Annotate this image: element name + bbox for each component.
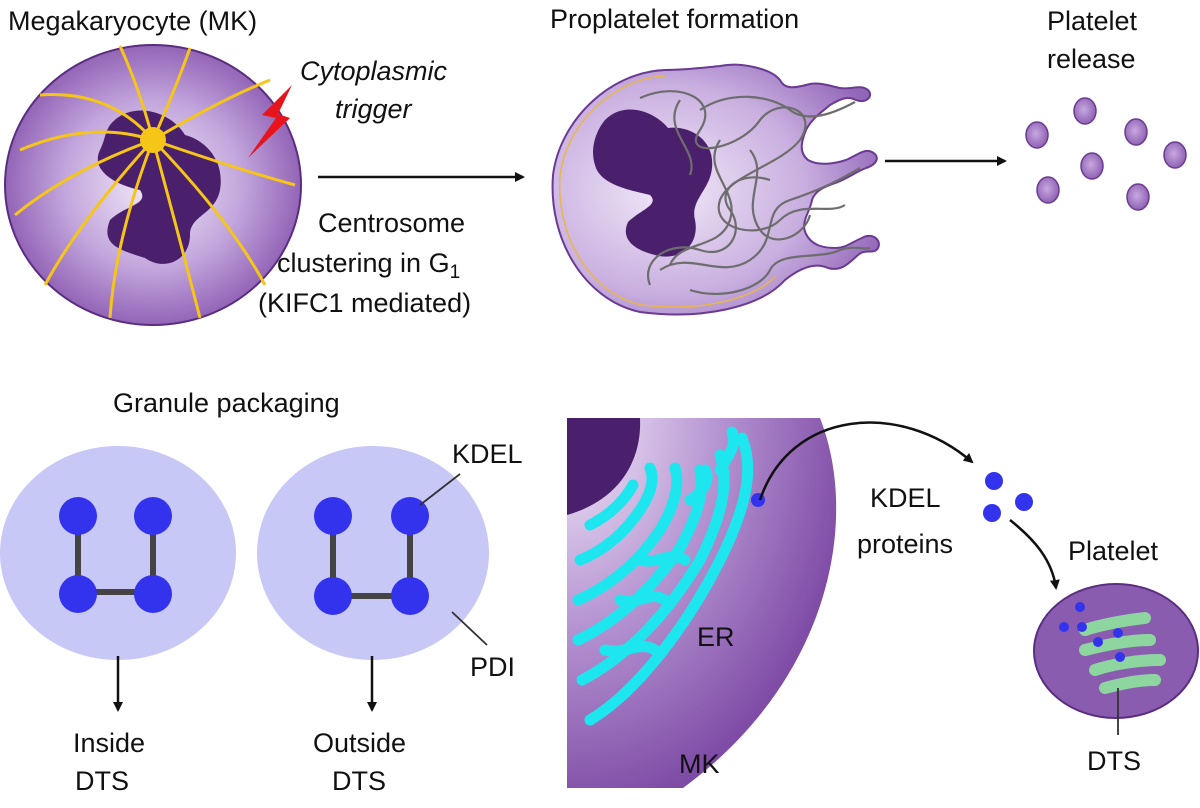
platelet xyxy=(1163,141,1187,169)
free-kdel-proteins xyxy=(983,472,1033,522)
granule-outside xyxy=(257,446,489,660)
platelet xyxy=(1124,118,1148,146)
kdel-protein-dot xyxy=(1113,628,1123,638)
arrow-er-to-kdel xyxy=(758,421,974,501)
dts-membranes xyxy=(1079,612,1166,694)
centrosome-line2: clustering in G1 xyxy=(277,248,460,283)
inside-line1: Inside xyxy=(73,728,145,758)
arrow-kdel-to-platelet xyxy=(1009,519,1060,590)
er-membranes xyxy=(572,426,754,726)
proplatelet-nucleus xyxy=(593,109,713,257)
trigger-line1: Cytoplasmic xyxy=(300,56,448,86)
proplatelet-cell xyxy=(551,63,880,316)
kdel-protein-dot xyxy=(391,497,429,535)
kdel-proteins-line2: proteins xyxy=(857,529,953,559)
platelet xyxy=(1073,97,1097,125)
centrosome-line1: Centrosome xyxy=(318,208,465,238)
megakaryocyte-cell xyxy=(4,44,302,326)
centrosome-line3: (KIFC1 mediated) xyxy=(258,288,471,318)
release-line1: Platelet xyxy=(1047,6,1138,36)
kdel-proteins-line1: KDEL xyxy=(870,483,941,513)
platelet xyxy=(1025,121,1049,149)
mk-quarter-nucleus xyxy=(567,418,641,515)
outside-line1: Outside xyxy=(313,728,406,758)
proplatelet-microtubules xyxy=(639,90,871,295)
kdel-protein-dot xyxy=(314,497,352,535)
kdel-protein-dot xyxy=(985,472,1003,490)
released-platelets xyxy=(1025,97,1187,211)
platelet-with-dts xyxy=(1033,583,1199,719)
dts-label: DTS xyxy=(1087,746,1141,776)
kdel-label: KDEL xyxy=(452,439,523,469)
platelet xyxy=(1126,183,1150,211)
kdel-protein-dot xyxy=(1077,622,1087,632)
kdel-protein-dot xyxy=(314,577,352,615)
kdel-protein-dot xyxy=(1075,602,1085,612)
mk-quarter-section xyxy=(567,418,837,788)
platelet xyxy=(1036,176,1060,204)
platelet xyxy=(1080,152,1104,180)
kdel-protein-dot xyxy=(983,504,1001,522)
er-label: ER xyxy=(697,622,735,652)
kdel-protein-dot xyxy=(1115,652,1125,662)
release-line2: release xyxy=(1047,44,1136,74)
kdel-protein-dot xyxy=(134,497,172,535)
centrosome xyxy=(140,127,166,153)
kdel-protein-dot xyxy=(1015,493,1033,511)
proplatelet-title: Proplatelet formation xyxy=(550,4,799,34)
kdel-protein-dot xyxy=(391,577,429,615)
pdi-label: PDI xyxy=(470,652,515,682)
mk-label: MK xyxy=(679,749,720,779)
platelet-label: Platelet xyxy=(1068,536,1159,566)
kdel-protein-dot xyxy=(1059,622,1069,632)
mk-title: Megakaryocyte (MK) xyxy=(8,6,257,36)
kdel-protein-dot xyxy=(59,497,97,535)
kdel-protein-dot xyxy=(134,575,172,613)
granule-title: Granule packaging xyxy=(113,388,340,418)
trigger-line2: trigger xyxy=(335,94,413,124)
kdel-protein-dot xyxy=(59,575,97,613)
pdi-callout-line xyxy=(451,611,488,646)
inside-line2: DTS xyxy=(75,766,129,796)
kdel-protein-dot xyxy=(1093,637,1103,647)
outside-line2: DTS xyxy=(332,766,386,796)
kdel-callout-line xyxy=(419,473,461,506)
trigger-bolt-icon xyxy=(248,85,292,158)
granule-inside xyxy=(0,446,236,660)
